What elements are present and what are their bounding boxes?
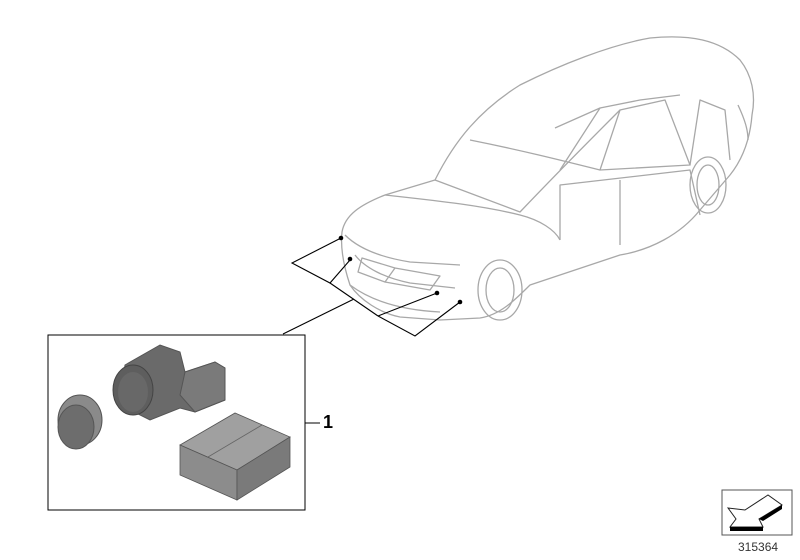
- sensor-leader-lines: [282, 237, 461, 337]
- car-illustration: [340, 36, 755, 321]
- sensor-position-dots: [338, 235, 463, 305]
- pdc-sensor-part: [112, 344, 226, 421]
- part-number-label[interactable]: 1: [323, 412, 334, 432]
- package-box-part: [179, 412, 291, 501]
- diagram-number: 315364: [738, 540, 779, 554]
- sensor-ring-part: [57, 394, 103, 450]
- arrow-down-left-icon[interactable]: [721, 489, 793, 536]
